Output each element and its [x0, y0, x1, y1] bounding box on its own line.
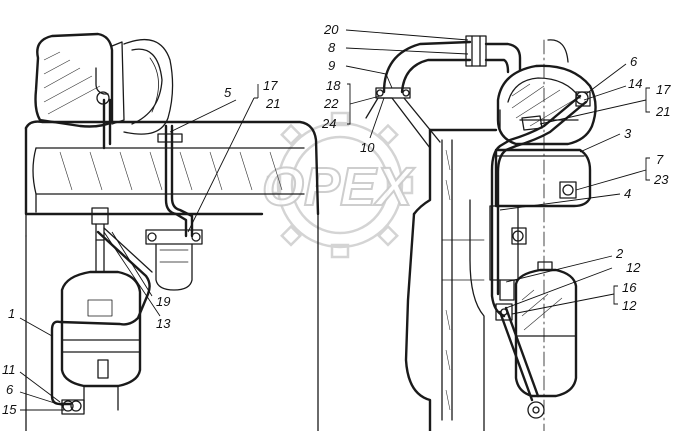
filter-housing-right: [489, 181, 577, 301]
leader-lines: [19, 29, 650, 411]
callout-4: 4: [624, 186, 631, 201]
callout-7: 7: [656, 152, 664, 167]
separator-tank-right: [514, 261, 578, 398]
callout-13: 13: [156, 316, 171, 331]
leader-13: [103, 231, 161, 317]
turbocharger-right: [496, 39, 597, 146]
oil-pipe-right: [490, 91, 591, 318]
callout-20: 20: [323, 22, 339, 37]
drain-pipe-1: [50, 227, 153, 415]
left-view: [24, 32, 320, 431]
right-view: [365, 35, 597, 431]
callout-23: 23: [653, 172, 669, 187]
callout-17-left: 17: [263, 78, 278, 93]
leader-2: [505, 255, 613, 283]
callout-12-lower: 12: [622, 298, 637, 313]
leader-4: [499, 193, 621, 211]
callout-16: 16: [622, 280, 637, 295]
leader-6-right: [585, 63, 627, 95]
leader-8: [345, 47, 469, 55]
callout-21-left: 21: [265, 96, 280, 111]
callout-18: 18: [326, 78, 341, 93]
callout-3: 3: [624, 126, 632, 141]
bracket-7-23: [645, 157, 650, 181]
engine-block-left: [24, 120, 320, 431]
leader-16-12: [511, 293, 615, 315]
leader-5: [169, 99, 237, 133]
bracket-16-12: [613, 285, 618, 305]
watermark-text: OPEX: [262, 157, 415, 217]
leader-19: [111, 231, 153, 297]
callout-12-upper: 12: [626, 260, 641, 275]
callout-6-left: 6: [6, 382, 14, 397]
watermark-gear-ring: [276, 121, 404, 249]
callout-19: 19: [156, 294, 170, 309]
drain-pipe-right: [495, 303, 545, 419]
watermark: OPEX: [261, 111, 416, 259]
watermark-gear-inner: [290, 135, 390, 235]
leader-7-23: [575, 169, 647, 191]
leader-11: [19, 371, 61, 403]
callout-21-right: 21: [655, 104, 670, 119]
callout-15: 15: [2, 402, 17, 417]
callout-9: 9: [328, 58, 335, 73]
callout-6-right: 6: [630, 54, 638, 69]
leader-20: [345, 29, 469, 41]
separator-tank-left: [60, 207, 142, 411]
callout-2: 2: [615, 246, 624, 261]
tube-bracket-10: [365, 97, 441, 149]
callout-11: 11: [2, 362, 16, 377]
engine-block-right: [404, 39, 592, 431]
leader-12-upper: [505, 267, 613, 309]
callout-1: 1: [8, 306, 15, 321]
callout-14: 14: [628, 76, 642, 91]
leader-14: [583, 85, 627, 101]
leader-1: [19, 317, 53, 337]
leader-17-21-right: [539, 99, 647, 125]
leader-17-21-left: [187, 84, 259, 233]
callout-10: 10: [360, 140, 375, 155]
callout-22: 22: [323, 96, 339, 111]
callout-5: 5: [224, 85, 232, 100]
callout-17-right: 17: [656, 82, 671, 97]
oil-pipe-5: [102, 98, 194, 238]
watermark-gear-teeth: [266, 111, 414, 259]
leader-9: [345, 65, 393, 89]
leader-6-left: [19, 391, 65, 407]
filter-housing-left: [145, 229, 203, 291]
leader-18-24: [349, 95, 381, 105]
leader-3: [579, 133, 621, 153]
callout-24: 24: [321, 116, 336, 131]
leader-10: [369, 97, 385, 139]
callout-8: 8: [328, 40, 336, 55]
bracket-17-21-right: [645, 87, 650, 113]
callouts: 5 17 21 19 13 1 11 6 15 20 8 9 18 22 24 …: [2, 22, 671, 417]
intake-pipe-20: [375, 35, 522, 99]
